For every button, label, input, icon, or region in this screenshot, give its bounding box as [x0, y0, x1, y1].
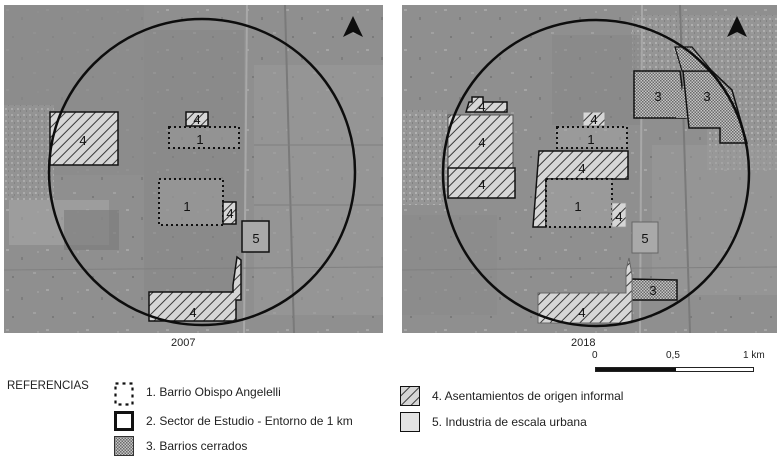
legend-label: 5. Industria de escala urbana [432, 415, 587, 429]
svg-text:3: 3 [703, 89, 710, 104]
map-year-label-2007: 2007 [171, 337, 196, 349]
svg-text:5: 5 [252, 231, 259, 246]
svg-text:4: 4 [478, 135, 485, 150]
north-arrow-icon [343, 16, 363, 37]
scale-label-1km: 1 km [743, 350, 765, 361]
scale-label-half: 0,5 [666, 350, 680, 361]
svg-text:1: 1 [574, 199, 581, 214]
light-gray-fill-icon [400, 412, 420, 432]
legend-title: REFERENCIAS [7, 380, 89, 392]
scale-bar-track [595, 367, 754, 372]
thick-outline-icon [114, 411, 134, 431]
legend-label: 1. Barrio Obispo Angelelli [146, 385, 281, 399]
legend-label: 3. Barrios cerrados [146, 439, 248, 453]
scale-bar: 0 0,5 1 km [592, 350, 781, 380]
informal-settlement-polygon [537, 257, 633, 324]
svg-text:4: 4 [478, 99, 485, 114]
barrio-obispo-angelelli-polygon [545, 178, 613, 228]
scale-bar-black-segment [596, 368, 676, 371]
svg-text:4: 4 [189, 305, 196, 320]
svg-text:4: 4 [79, 133, 86, 148]
svg-text:4: 4 [226, 206, 233, 221]
stipple-fill-icon [114, 436, 134, 456]
study-area-circle [47, 17, 357, 327]
informal-settlement-polygon [582, 111, 606, 127]
informal-settlement-polygon [148, 255, 242, 322]
map-year-label-2018: 2018 [571, 337, 596, 349]
svg-text:3: 3 [649, 283, 656, 298]
gated-community-polygon [682, 70, 748, 144]
legend-item-informal-settlements: 4. Asentamientos de origen informal [400, 386, 623, 406]
study-area-circle [441, 18, 751, 328]
svg-text:4: 4 [578, 161, 585, 176]
legend-item-barrio-obispo-angelelli: 1. Barrio Obispo Angelelli [114, 382, 281, 406]
aerial-map-2007: 4 4 1 1 4 5 4 [4, 5, 383, 333]
scale-label-0: 0 [592, 350, 598, 361]
legend-item-urban-industry: 5. Industria de escala urbana [400, 412, 587, 432]
informal-settlement-polygon [447, 167, 516, 199]
barrio-obispo-angelelli-polygon [168, 126, 240, 149]
informal-settlement-polygon [185, 111, 209, 127]
informal-settlement-polygon [222, 201, 237, 225]
barrio-obispo-angelelli-polygon [556, 126, 628, 149]
legend-item-gated-communities: 3. Barrios cerrados [114, 436, 247, 456]
svg-text:4: 4 [578, 305, 585, 320]
svg-text:1: 1 [587, 132, 594, 147]
svg-text:4: 4 [478, 177, 485, 192]
legend-item-study-area: 2. Sector de Estudio - Entorno de 1 km [114, 411, 353, 431]
map-panel-2018[interactable]: 4 4 4 4 1 4 1 4 3 3 5 3 [402, 5, 777, 333]
svg-text:5: 5 [641, 231, 648, 246]
legend-label: 4. Asentamientos de origen informal [432, 389, 624, 403]
informal-settlement-polygon [464, 96, 508, 113]
svg-text:1: 1 [196, 132, 203, 147]
north-arrow-icon [727, 16, 747, 37]
svg-text:3: 3 [654, 89, 661, 104]
barrio-obispo-angelelli-polygon [158, 178, 224, 226]
dotted-outline-icon [114, 382, 134, 406]
aerial-map-2018: 4 4 4 4 1 4 1 4 3 3 5 3 [402, 5, 777, 333]
svg-text:1: 1 [183, 199, 190, 214]
map-panel-2007[interactable]: 4 4 1 1 4 5 4 [4, 5, 383, 333]
svg-text:4: 4 [615, 209, 622, 224]
svg-text:4: 4 [193, 112, 200, 127]
informal-settlement-polygon [611, 202, 627, 228]
legend-label: 2. Sector de Estudio - Entorno de 1 km [146, 414, 353, 428]
urban-industry-polygon [631, 221, 659, 254]
svg-text:4: 4 [590, 112, 597, 127]
urban-industry-polygon [241, 220, 270, 253]
diagonal-hatch-icon [400, 386, 420, 406]
